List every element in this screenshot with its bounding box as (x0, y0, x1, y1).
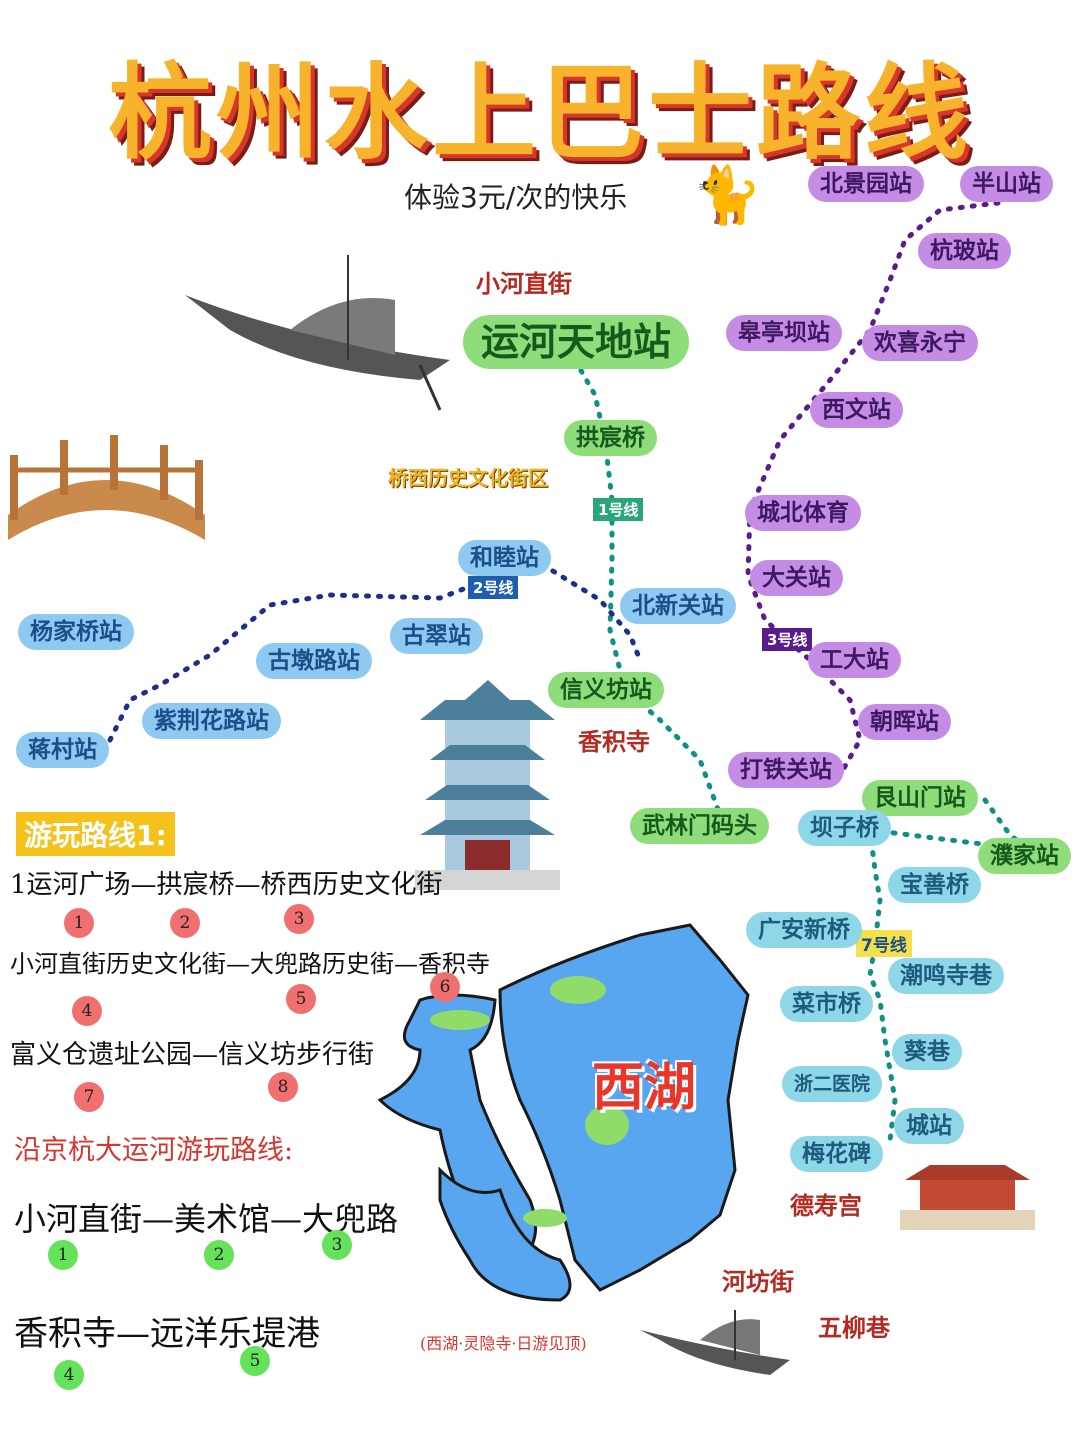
station-baoshanqiao[interactable]: 宝善桥 (888, 867, 981, 903)
page-title: 杭州水上巴士路线 (107, 52, 972, 174)
line3-tag: 3号线 (762, 628, 813, 651)
station-chengzhan[interactable]: 城站 (894, 1108, 964, 1144)
route-note: (西湖·灵隐寺·日游见顶) (420, 1334, 587, 1353)
station-beixinguan[interactable]: 北新关站 (620, 588, 736, 624)
palace-illustration (900, 1165, 1035, 1230)
station-baziqiao[interactable]: 坝子桥 (798, 810, 891, 846)
station-gudunlu[interactable]: 古墩路站 (256, 643, 372, 679)
route2-num-5: 5 (240, 1346, 270, 1376)
station-beijingyuan[interactable]: 北景园站 (808, 166, 924, 202)
place-hefangjie: 河坊街 (722, 1268, 794, 1296)
station-wulinmen[interactable]: 武林门码头 (630, 808, 769, 844)
pagoda-illustration (415, 680, 560, 890)
station-chengbei-tiyu[interactable]: 城北体育 (745, 495, 861, 531)
subtitle: 体验3元/次的快乐 (404, 181, 628, 214)
station-daguan[interactable]: 大关站 (750, 560, 843, 596)
route1-num-2: 2 (170, 908, 200, 938)
route1-num-6: 6 (430, 972, 460, 1002)
station-banshan[interactable]: 半山站 (960, 166, 1053, 202)
station-huanxi-yongning[interactable]: 欢喜永宁 (862, 325, 978, 361)
place-wuliuxiang: 五柳巷 (818, 1314, 890, 1342)
route2-line-b: 香积寺—远洋乐堤港 (14, 1314, 320, 1354)
route2-num-2: 2 (204, 1240, 234, 1270)
route1-line-a: 1运河广场—拱宸桥—桥西历史文化街 (10, 870, 443, 900)
line2-route (107, 565, 643, 743)
station-zhaohui[interactable]: 朝晖站 (858, 704, 951, 740)
station-genshanmen[interactable]: 艮山门站 (862, 780, 978, 816)
station-hangbo[interactable]: 杭玻站 (918, 233, 1011, 269)
boat-illustration (185, 255, 450, 411)
station-yunhe-tiandi[interactable]: 运河天地站 (463, 315, 690, 369)
route1-num-3: 3 (284, 904, 314, 934)
place-deshougong: 德寿宫 (790, 1192, 862, 1220)
station-chaomingsi-xiang[interactable]: 潮鸣寺巷 (888, 958, 1004, 994)
route1-line-c: 富义仓遗址公园—信义坊步行街 (10, 1040, 375, 1070)
place-qiaoxi: 桥西历史文化街区 (388, 466, 548, 490)
station-gongda[interactable]: 工大站 (808, 642, 901, 678)
line7-tag: 7号线 (856, 930, 912, 957)
route1-num-7: 7 (74, 1082, 104, 1112)
route1-heading: 游玩路线1: (16, 812, 175, 856)
small-boat-illustration (640, 1310, 790, 1375)
station-guangan-xinqiao[interactable]: 广安新桥 (746, 912, 862, 948)
place-xiangjisi: 香积寺 (578, 728, 650, 756)
route2-heading: 沿京杭大运河游玩路线: (14, 1135, 294, 1166)
bridge-illustration (8, 435, 205, 540)
station-yangjiaqiao[interactable]: 杨家桥站 (18, 614, 134, 650)
station-kuixiang[interactable]: 葵巷 (892, 1034, 962, 1070)
station-xinyifang[interactable]: 信义坊站 (548, 672, 664, 708)
station-gucui[interactable]: 古翠站 (390, 618, 483, 654)
station-datieguan[interactable]: 打铁关站 (728, 752, 844, 788)
line2-tag: 2号线 (468, 576, 519, 599)
route2-num-1: 1 (48, 1240, 78, 1270)
route1-num-5: 5 (286, 984, 316, 1014)
route1-num-4: 4 (72, 996, 102, 1026)
station-gaotingba[interactable]: 皋亭坝站 (726, 315, 842, 351)
station-caishiqiao[interactable]: 菜市桥 (780, 986, 873, 1022)
route2-num-3: 3 (322, 1230, 352, 1260)
place-xihu: 西湖 (592, 1058, 697, 1118)
station-xiwen[interactable]: 西文站 (810, 392, 903, 428)
station-gongchenqiao[interactable]: 拱宸桥 (564, 420, 657, 456)
station-pujia[interactable]: 濮家站 (978, 838, 1071, 874)
route1-line-b: 小河直街历史文化街—大兜路历史街—香积寺 (10, 950, 490, 978)
station-zheer-yiyuan[interactable]: 浙二医院 (782, 1066, 883, 1102)
station-jiangcun[interactable]: 蒋村站 (16, 732, 109, 768)
line1-tag: 1号线 (593, 498, 644, 521)
line1-route (572, 357, 723, 818)
station-hemu[interactable]: 和睦站 (458, 540, 551, 576)
line3-route (745, 200, 1001, 778)
place-xiaohe-zhijie: 小河直街 (476, 270, 572, 298)
station-meihuabei[interactable]: 梅花碑 (790, 1136, 883, 1172)
route1-num-8: 8 (268, 1072, 298, 1102)
route2-num-4: 4 (54, 1360, 84, 1390)
station-zijinghualu[interactable]: 紫荆花路站 (142, 703, 281, 739)
west-lake-shape (377, 923, 750, 1302)
cat-doodle-icon: 🐈 (692, 163, 762, 228)
route1-num-1: 1 (64, 908, 94, 938)
